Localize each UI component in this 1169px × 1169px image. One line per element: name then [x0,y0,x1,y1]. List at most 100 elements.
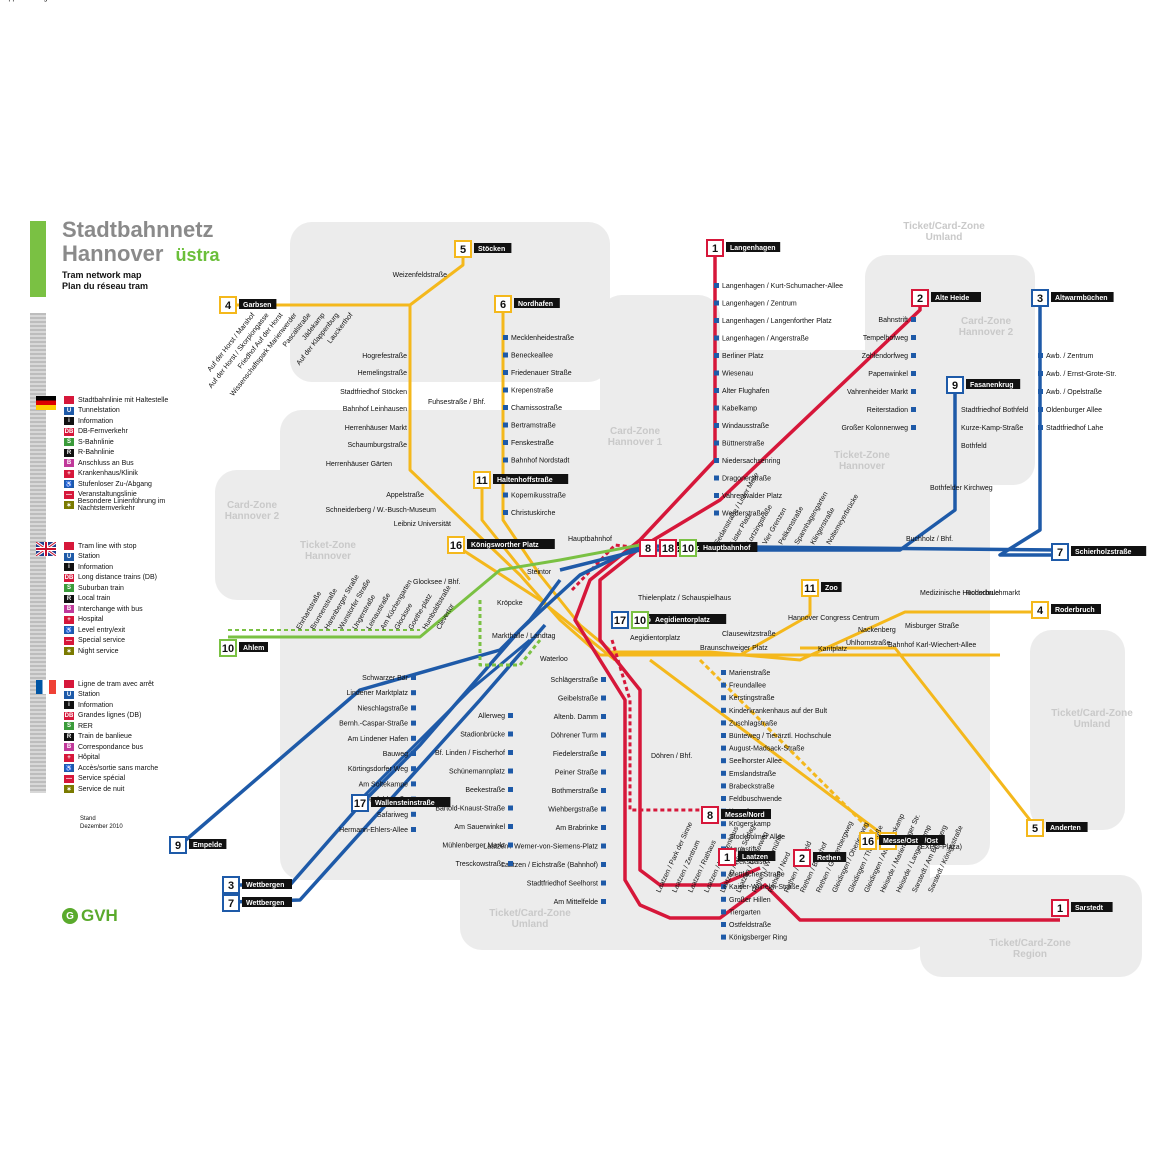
line-4-east-route [610,610,1040,662]
station-label: Markthalle / Landtag [492,633,556,640]
accessible-icon [1038,353,1043,358]
gvh-logo-icon: G [62,908,78,924]
station-label: Wiehbergstraße [548,807,598,814]
station-label: Hannover Congress Centrum [788,615,879,622]
terminus-name: Zoo [825,585,838,592]
legend-text: Krankenhaus/Klinik [78,470,138,478]
station-label: Schaumburgstraße [347,442,407,449]
line-number: 7 [228,898,234,910]
accessible-icon [503,387,508,393]
station-label: Misburger Straße [905,623,959,630]
info-icon: i [64,701,74,710]
tram-lines [178,255,1061,922]
terminus-name-bg [493,474,569,484]
tram-stop-icon [64,680,74,689]
accessible-icon [601,899,606,904]
accessible-icon [911,407,916,412]
station-label: Awb. / Opelstraße [1046,389,1102,396]
station-label: Fiedelerstraße [553,751,598,758]
station-label: Döhrener Turm [551,733,598,740]
legend-item: +Krankenhaus/Klinik [30,469,220,480]
label-fasanenkrug_sub: Fuhsestraße / Bhf. [428,399,486,406]
station-label: Körtingsdorfer Weg [348,766,408,773]
accessible-icon [911,389,916,394]
terminus-name-bg [242,879,292,889]
line-number: 9 [952,380,958,392]
station-label: Steintor [527,569,552,576]
accessible-icon [911,353,916,358]
bus-icon: B [64,743,74,752]
station-label: Zehlendorfweg [862,353,908,360]
line-11-route [480,488,532,581]
station-label: Kantplatz [818,646,848,653]
terminus-name-bg [514,298,560,308]
title-city: Hannover [62,241,164,266]
accessible-icon [601,862,606,867]
station-label: Awb. / Zentrum [1046,353,1094,360]
legend-item: ✶Service de nuit [30,784,220,795]
accessible-icon [411,827,416,832]
terminus-name: Nordhafen [518,301,553,308]
station-label: Langenhagen / Angerstraße [722,336,809,343]
hospital-icon: + [64,615,74,624]
legend-text: Special service [78,637,126,645]
accessible-icon [503,510,508,515]
legend-item: Stadtbahnlinie mit Haltestelle [30,395,220,406]
station-label: Dragonerstraße [722,476,771,483]
zone-area [445,245,605,345]
accessible-icon: ♿ [64,764,74,773]
label-messe_ost_sub: (EXPO-Plaza) [918,844,962,851]
terminus-name: Messe/Ost [883,838,919,845]
station-label: Bartold-Knaust-Straße [435,806,505,813]
terminus-name-bg [1071,902,1113,912]
terminus-name: Haltenhoffstraße [497,477,553,484]
line-10-route [228,543,641,639]
zone-area [580,615,990,865]
station-label: Bothfelder Kirchweg [930,485,993,492]
station-label: Alter Flughafen [722,388,770,395]
accessible-icon [714,405,719,411]
station-label: Bernh.-Caspar-Straße [339,721,408,728]
legend-text: DB-Fernverkehr [78,428,128,436]
accessible-icon [721,745,726,751]
accessible-icon [508,713,513,718]
station-label: Hogrefestraße [362,353,407,360]
station-label: Bleekstraße [729,859,766,866]
station-label: Langenhagen / Zentrum [722,301,797,308]
station-label: Kerstingstraße [729,695,775,702]
accessible-icon [601,714,606,719]
legend-text: R-Bahnlinie [78,449,115,457]
line-number: 5 [460,244,466,256]
stand-date: Dezember 2010 [80,824,123,830]
station-label: Stockholmer Allee [729,834,785,841]
accessible-icon [503,492,508,498]
accessible-icon [721,909,726,915]
terminus-name: Roderbruch [1055,607,1095,614]
label-glocksee: Glocksee / Bhf. [413,579,461,586]
accessible-icon [721,922,726,927]
terminus-name-bg [467,539,555,549]
legend-item: ✶Besondere Linienführung im Nachtsternve… [30,498,220,512]
s-bahn-icon: S [64,722,74,731]
line-10-loop-route [478,600,542,667]
terminus-name-bg [651,614,727,624]
accessible-icon [714,475,719,481]
legend-text: Train de banlieue [78,733,132,741]
accessible-icon [601,695,606,701]
station-label: Braunschweiger Platz [700,645,768,652]
terminus-name: Fasanenkrug [970,382,1014,389]
accessible-icon [911,371,916,376]
line-number: 8 [707,810,713,822]
